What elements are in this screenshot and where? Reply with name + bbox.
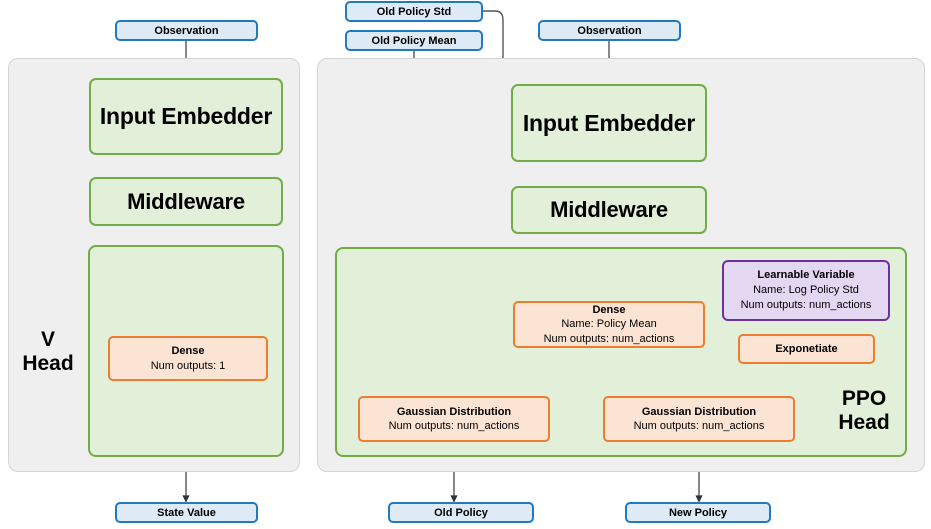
output-new-policy[interactable]: New Policy bbox=[625, 502, 771, 523]
v-head-dense-title: Dense bbox=[171, 345, 205, 358]
v-head-dense-outputs: Num outputs: 1 bbox=[150, 359, 226, 372]
learnable-variable-outputs: Num outputs: num_actions bbox=[740, 298, 872, 311]
gaussian-distribution-old[interactable]: Gaussian Distribution Num outputs: num_a… bbox=[358, 396, 550, 442]
v-head-middleware[interactable]: Middleware bbox=[89, 177, 283, 226]
ppo-dense-name: Name: Policy Mean bbox=[561, 318, 657, 331]
output-old-policy[interactable]: Old Policy bbox=[388, 502, 534, 523]
ppo-head-exponetiate[interactable]: Exponetiate bbox=[738, 334, 875, 364]
gaussian-new-outputs: Num outputs: num_actions bbox=[633, 420, 765, 432]
input-observation-v[interactable]: Observation bbox=[115, 20, 258, 41]
gaussian-old-title: Gaussian Distribution bbox=[396, 405, 512, 418]
ppo-head-middleware[interactable]: Middleware bbox=[511, 186, 707, 234]
ppo-head-learnable-variable[interactable]: Learnable Variable Name: Log Policy Std … bbox=[722, 260, 890, 321]
output-state-value[interactable]: State Value bbox=[115, 502, 258, 523]
ppo-dense-outputs: Num outputs: num_actions bbox=[543, 332, 675, 345]
ppo-dense-title: Dense bbox=[592, 304, 626, 317]
v-head-dense-block[interactable]: Dense Num outputs: 1 bbox=[108, 336, 268, 381]
learnable-variable-name: Name: Log Policy Std bbox=[753, 284, 859, 297]
ppo-head-input-embedder[interactable]: Input Embedder bbox=[511, 84, 707, 162]
ppo-head-caption: PPO Head bbox=[838, 387, 890, 434]
input-old-policy-std[interactable]: Old Policy Std bbox=[345, 1, 483, 22]
gaussian-new-title: Gaussian Distribution bbox=[641, 405, 757, 418]
input-observation-ppo[interactable]: Observation bbox=[538, 20, 681, 41]
v-head-input-embedder[interactable]: Input Embedder bbox=[89, 78, 283, 155]
exponetiate-title: Exponetiate bbox=[775, 342, 838, 355]
input-old-policy-mean[interactable]: Old Policy Mean bbox=[345, 30, 483, 51]
ppo-head-dense-policy-mean[interactable]: Dense Name: Policy Mean Num outputs: num… bbox=[513, 301, 705, 348]
gaussian-old-outputs: Num outputs: num_actions bbox=[388, 420, 520, 432]
v-head-caption: V Head bbox=[22, 328, 74, 375]
learnable-variable-title: Learnable Variable bbox=[757, 269, 855, 282]
gaussian-distribution-new[interactable]: Gaussian Distribution Num outputs: num_a… bbox=[603, 396, 795, 442]
